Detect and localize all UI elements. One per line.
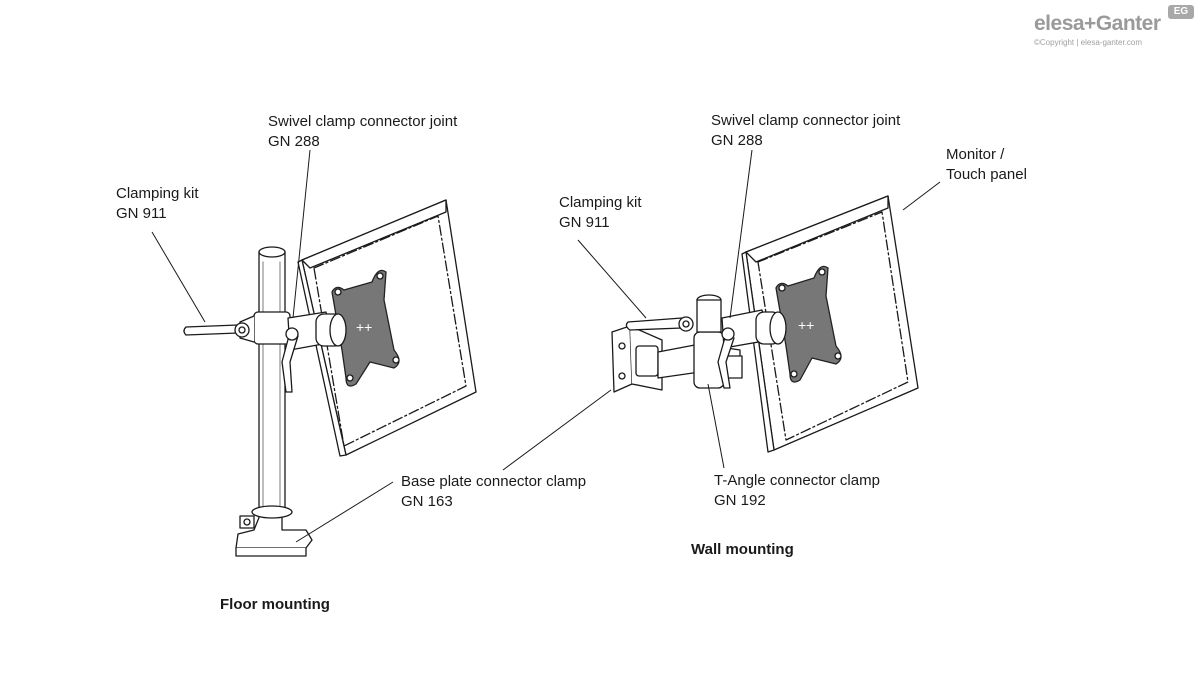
label-floor-swivel-joint: Swivel clamp connector joint GN 288 <box>268 112 457 152</box>
wall-vesa-plate: ++ <box>775 265 842 383</box>
svg-text:++: ++ <box>356 319 372 335</box>
label-floor-swivel-joint-code: GN 288 <box>268 133 320 150</box>
wall-base-plate <box>611 325 663 393</box>
label-base-plate-code: GN 163 <box>401 493 453 510</box>
label-wall-clamping-kit-name: Clamping kit <box>559 194 642 211</box>
label-t-angle-name: T-Angle connector clamp <box>714 472 880 489</box>
leader-wall-base-plate <box>502 389 612 471</box>
wall-arm <box>657 294 743 389</box>
label-base-plate-name: Base plate connector clamp <box>401 473 587 490</box>
label-floor-clamping-kit-name: Clamping kit <box>116 185 199 202</box>
label-monitor-line2: Touch panel <box>946 166 1027 183</box>
wall-mounting-title: Wall mounting <box>691 541 794 558</box>
wall-clamping-lever <box>625 316 694 332</box>
brand-name: elesa+Ganter <box>1034 12 1161 35</box>
leader-floor-clamping-kit <box>151 231 206 323</box>
wall-assembly: ++ <box>611 195 919 453</box>
floor-assembly: ++ <box>183 199 477 557</box>
label-wall-swivel-joint-name: Swivel clamp connector joint <box>711 112 901 129</box>
label-wall-clamping-kit-code: GN 911 <box>559 214 610 231</box>
label-floor-clamping-kit: Clamping kit GN 911 <box>116 184 199 224</box>
label-base-plate: Base plate connector clamp GN 163 <box>401 472 586 512</box>
leader-floor-base-plate <box>295 481 394 543</box>
floor-clamping-lever <box>183 322 250 338</box>
wall-swivel-joint <box>717 309 787 389</box>
label-wall-clamping-kit: Clamping kit GN 911 <box>559 193 642 233</box>
floor-pole <box>258 246 286 515</box>
leader-wall-t-angle <box>707 383 725 469</box>
label-monitor-line1: Monitor / <box>946 146 1005 163</box>
leader-wall-swivel-joint <box>729 149 753 319</box>
brand-copyright: ©Copyright | elesa-ganter.com <box>1034 38 1143 47</box>
floor-mounting-title: Floor mounting <box>220 596 330 613</box>
label-floor-clamping-kit-code: GN 911 <box>116 205 167 222</box>
label-wall-swivel-joint: Swivel clamp connector joint GN 288 <box>711 111 900 151</box>
leader-floor-swivel-joint <box>292 149 311 319</box>
brand-badge: EG <box>1168 5 1194 19</box>
leader-wall-clamping-kit <box>577 239 647 319</box>
floor-base <box>235 505 313 557</box>
label-t-angle: T-Angle connector clamp GN 192 <box>714 471 880 511</box>
leader-wall-monitor <box>902 181 941 211</box>
brand-logo: elesa+Ganter EG ©Copyright | elesa-gante… <box>1034 5 1194 48</box>
label-floor-swivel-joint-name: Swivel clamp connector joint <box>268 113 458 130</box>
floor-vesa-plate: ++ <box>331 269 400 387</box>
svg-text:++: ++ <box>798 317 814 333</box>
floor-swivel-joint <box>281 311 347 393</box>
label-wall-swivel-joint-code: GN 288 <box>711 132 763 149</box>
label-t-angle-code: GN 192 <box>714 492 766 509</box>
label-monitor: Monitor / Touch panel <box>946 145 1027 185</box>
